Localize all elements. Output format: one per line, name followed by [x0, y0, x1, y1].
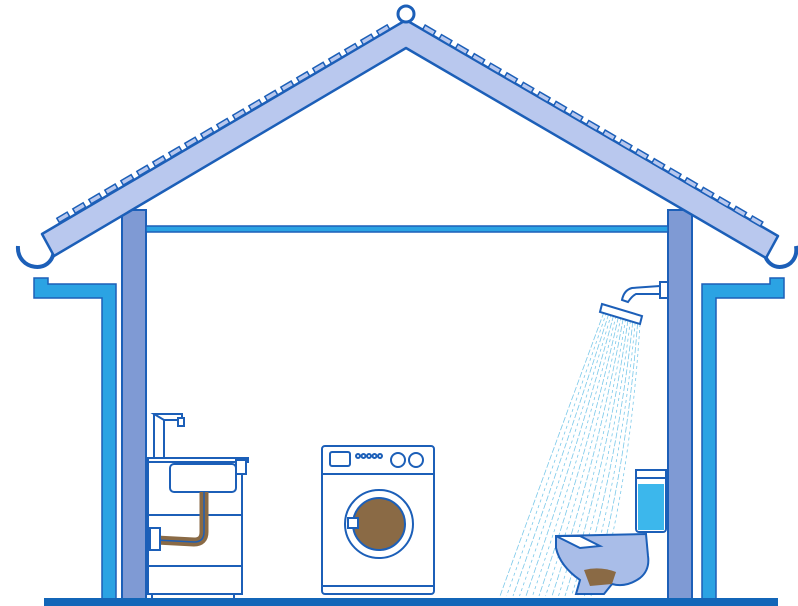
washing-machine-button	[378, 454, 382, 458]
roof-hook-icon	[398, 6, 414, 22]
right-downpipe	[702, 246, 796, 600]
sink-faucet	[154, 414, 164, 458]
left-wall	[122, 210, 146, 602]
washing-machine-button	[356, 454, 360, 458]
roof-tiles	[57, 25, 763, 226]
washing-machine-buttons	[356, 454, 382, 458]
shower-head-icon	[600, 304, 642, 324]
right-wall	[668, 210, 692, 602]
sink-cabinet	[148, 414, 248, 600]
washing-machine-icon	[322, 446, 434, 594]
washing-machine-drum	[353, 498, 405, 550]
sink-basin	[170, 464, 236, 492]
ceiling-beam	[146, 226, 668, 232]
left-downpipe	[18, 246, 116, 600]
washing-machine-button	[362, 454, 366, 458]
left-gutter-icon	[18, 246, 54, 267]
washing-machine-button	[373, 454, 377, 458]
toilet-icon	[556, 470, 666, 594]
shower-pipe-mount	[660, 282, 668, 298]
washing-machine-button	[367, 454, 371, 458]
ground-line	[44, 598, 778, 606]
